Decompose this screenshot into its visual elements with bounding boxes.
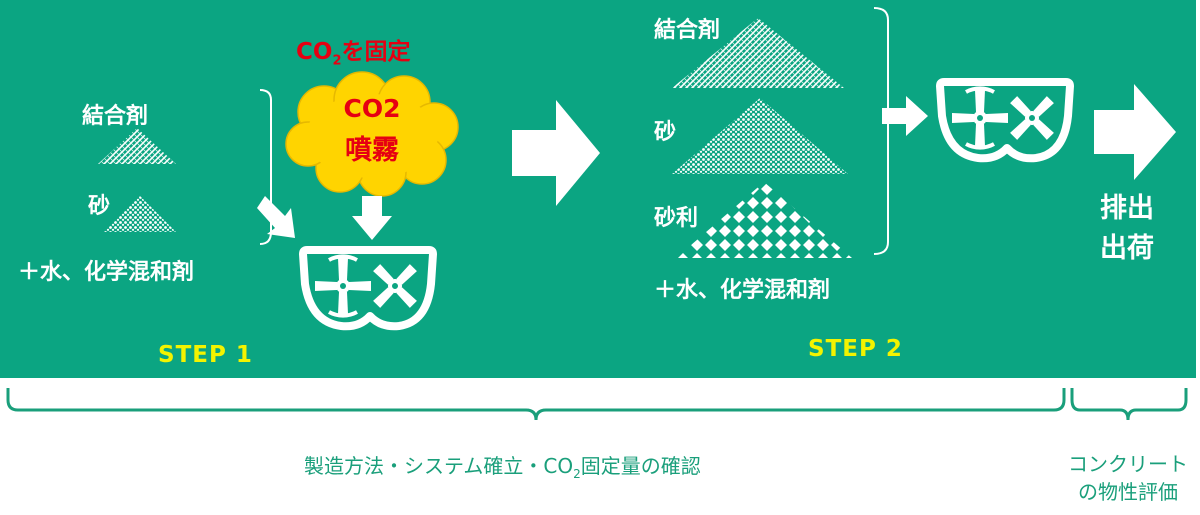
step2-sand-label: 砂 [654,120,677,145]
step2-mixer-icon [940,76,1080,171]
step2-gravel-pile [676,182,852,258]
discharge-line2: 出荷 [1100,233,1154,264]
step1-label: STEP 1 [158,342,253,368]
step2-sand-pile [672,98,848,174]
step1-sand-label: 砂 [88,194,111,219]
discharge-arrow [1094,84,1176,180]
step1-binder-label: 結合剤 [82,104,149,129]
process-panel [0,0,1196,378]
co2-fix-label: CO2を固定 [296,39,411,69]
step2-bracket [873,7,889,255]
down-arrow [352,196,392,240]
co2-cloud [285,71,459,197]
step2-binder-pile [672,18,844,88]
step-transition-arrow [512,100,600,206]
step1-binder-pile [98,128,176,164]
step2-small-arrow [882,96,928,136]
step1-mixer-icon [303,244,443,339]
step1-additives-label: ＋水、化学混和剤 [18,260,195,285]
bottom-braces [6,388,1188,421]
step2-label: STEP 2 [808,336,903,362]
bottom-right-caption-line2: の物性評価 [1078,480,1178,504]
step1-sand-pile [104,196,176,232]
step2-gravel-label: 砂利 [654,206,699,231]
cloud-co2-text: CO2 [343,94,401,123]
bottom-right-caption-line1: コンクリート [1068,452,1188,476]
step2-binder-label: 結合剤 [654,18,721,43]
bottom-left-caption: 製造方法・システム確立・CO2固定量の確認 [304,454,701,481]
discharge-line1: 排出 [1100,193,1154,224]
step2-additives-label: ＋水、化学混和剤 [654,278,831,303]
step1-bracket-arrow [257,89,295,245]
cloud-spray-text: 噴霧 [345,135,399,166]
